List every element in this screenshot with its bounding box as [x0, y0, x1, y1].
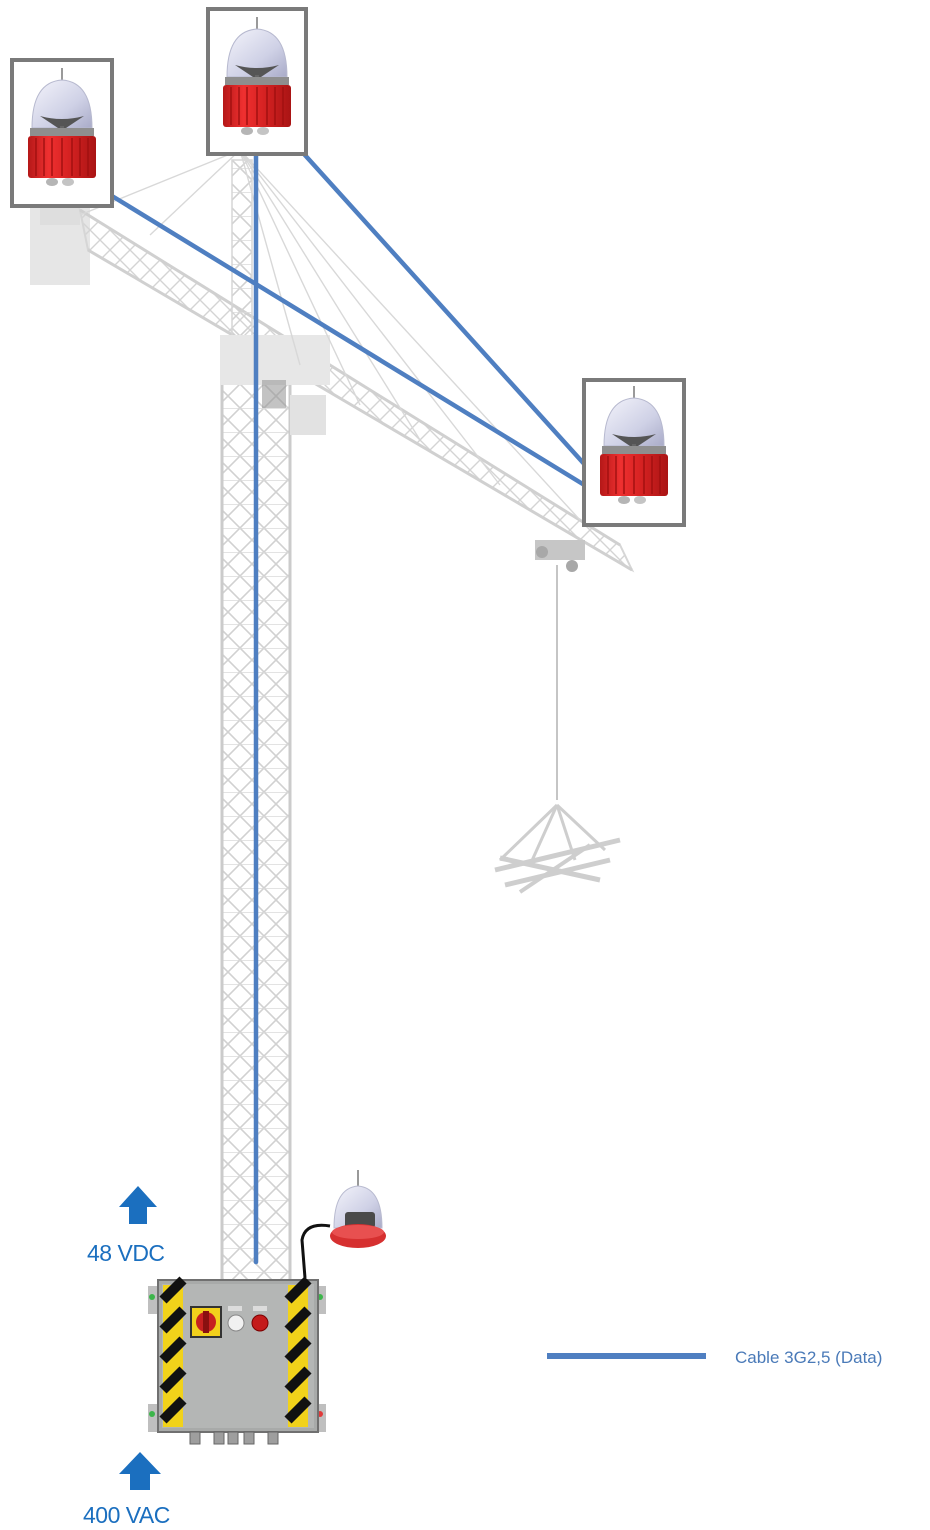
obstruction-light-jib-tip — [584, 380, 684, 525]
ground-light-wire — [302, 1225, 330, 1278]
hazard-stripe-right — [288, 1280, 308, 1427]
arrow-up-icon — [119, 1452, 161, 1490]
crane-trolley — [535, 540, 585, 800]
tower-crane — [30, 150, 632, 1285]
cable-top-to-jib-tip — [304, 154, 586, 466]
main-switch — [191, 1307, 221, 1337]
crane-cab — [220, 335, 330, 385]
ground-obstruction-light — [330, 1170, 386, 1248]
cable-glands — [190, 1432, 278, 1444]
hazard-stripe-left — [163, 1280, 183, 1427]
dc-input-label: 48 VDC — [87, 1240, 165, 1267]
ac-input-label: 400 VAC — [83, 1502, 170, 1529]
cable-left-to-jib-tip — [112, 196, 586, 486]
control-cabinet — [148, 1280, 326, 1444]
arrow-up-icon — [119, 1186, 157, 1224]
obstruction-light-top — [208, 9, 306, 154]
indicator-white — [228, 1315, 244, 1331]
obstruction-light-counter-jib — [12, 60, 112, 206]
crane-jib — [80, 210, 632, 570]
data-cables — [112, 154, 586, 1262]
indicator-red — [252, 1315, 268, 1331]
legend-cable-label: Cable 3G2,5 (Data) — [735, 1348, 882, 1368]
hook-load — [495, 805, 620, 892]
